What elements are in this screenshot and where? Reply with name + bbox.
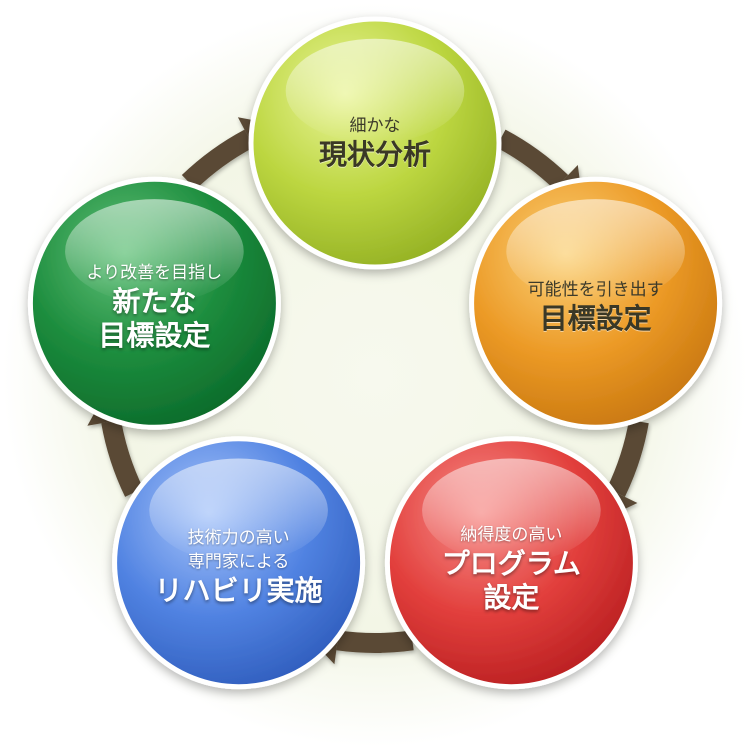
step-circle-gloss [149,458,328,563]
cycle-arrow-shaft [495,129,569,190]
step-circle-gloss [422,458,601,563]
step-circle [384,436,638,690]
cycle-arrow-shaft [101,419,144,497]
step-circle-gloss [506,199,685,304]
step-circle [27,176,281,430]
cycle-arrow-shaft [606,419,649,497]
cycle-arrow-shaft [181,129,255,190]
circles-layer [27,16,723,690]
step-circle-gloss [285,38,465,143]
step-circle [248,16,502,270]
step-circle [469,176,723,430]
step-circle-gloss [65,199,244,304]
step-circle [112,436,366,690]
cycle-arrow-shaft [336,630,414,654]
